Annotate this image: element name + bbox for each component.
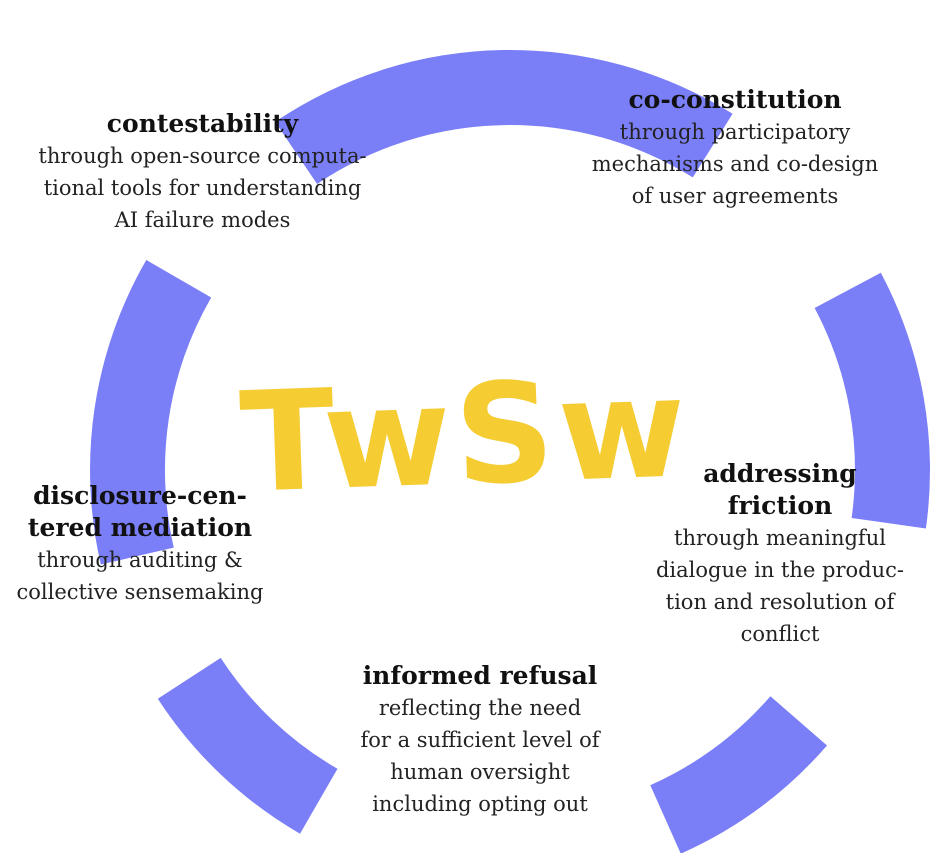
disclosure-line-2: collective sensemaking: [16, 580, 264, 604]
addressing-friction-section: addressing friction through meaningful d…: [630, 458, 930, 650]
addressing-friction-line-3: tion and resolution of: [665, 590, 895, 614]
co-constitution-line-3: of user agreements: [631, 184, 839, 208]
addressing-friction-line-4: conflict: [740, 622, 820, 646]
ring-arc-top: [275, 49, 733, 185]
co-constitution-line-1: through participatory: [619, 120, 851, 144]
informed-refusal-section: informed refusal reflecting the need for…: [320, 660, 640, 820]
disclosure-title-line-2: tered mediation: [27, 513, 253, 542]
ring-arc-left: [90, 260, 212, 565]
addressing-friction-line-1: through meaningful: [674, 526, 886, 550]
informed-refusal-line-2: for a sufficient level of: [360, 728, 600, 752]
addressing-friction-title-line-2: friction: [727, 491, 833, 520]
contestability-section: contestability through open-source compu…: [5, 108, 400, 236]
co-constitution-section: co-constitution through participatory me…: [565, 84, 905, 212]
disclosure-title-line-1: disclosure-cen-: [33, 481, 247, 510]
co-constitution-title: co-constitution: [628, 85, 842, 114]
informed-refusal-title: informed refusal: [362, 661, 598, 690]
disclosure-line-1: through auditing &: [37, 548, 243, 572]
disclosure-section: disclosure-cen- tered mediation through …: [0, 480, 280, 608]
ring-arc-right: [814, 272, 930, 529]
contestability-line-2: tional tools for understanding: [43, 176, 362, 200]
contestability-line-3: AI failure modes: [114, 208, 291, 232]
ring-arc-bottom-left: [157, 657, 338, 834]
addressing-friction-title-line-1: addressing: [703, 459, 857, 488]
contestability-line-1: through open-source computa-: [38, 144, 367, 168]
contestability-title: contestability: [106, 109, 299, 138]
co-constitution-line-2: mechanisms and co-design: [591, 152, 879, 176]
informed-refusal-line-4: including opting out: [372, 792, 588, 816]
addressing-friction-line-2: dialogue in the produc-: [655, 558, 905, 582]
informed-refusal-line-1: reflecting the need: [378, 696, 582, 720]
informed-refusal-line-3: human oversight: [390, 760, 570, 784]
center-title-twsw: TwSw: [237, 346, 693, 524]
ring-arc-bottom-right: [650, 696, 827, 853]
